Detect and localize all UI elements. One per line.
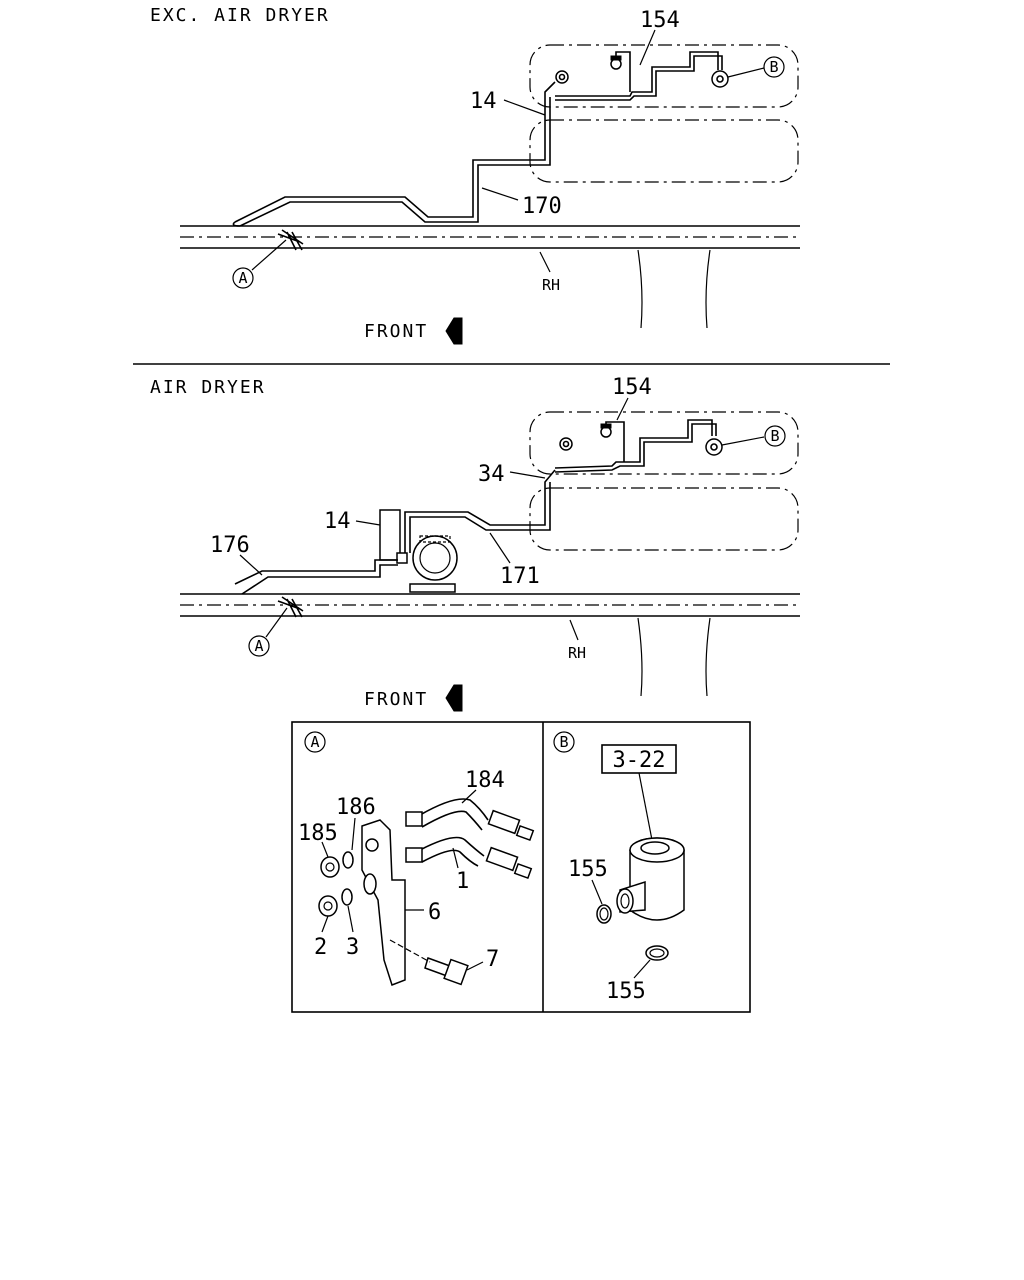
air-tank-upper bbox=[529, 44, 799, 108]
oring-155-b bbox=[645, 945, 669, 961]
callout-14-top: 14 bbox=[470, 89, 497, 114]
detail-b: B 3-22 155 155 bbox=[553, 731, 685, 1004]
detail-a-ref: A bbox=[310, 733, 319, 751]
callout-170-top: 170 bbox=[522, 194, 562, 219]
hose-1 bbox=[419, 836, 485, 857]
air-dryer-mount bbox=[409, 583, 456, 593]
callout-154-bottom: 154 bbox=[612, 375, 652, 400]
washer-186 bbox=[342, 851, 354, 869]
tank-valve-b bbox=[711, 70, 729, 88]
ref-label-a-top: A bbox=[238, 269, 247, 287]
washer-3 bbox=[341, 888, 353, 906]
callout-7: 7 bbox=[486, 947, 499, 972]
rh-label-top: RH bbox=[542, 276, 560, 294]
front-arrow-icon-top bbox=[445, 317, 463, 345]
hose-clamp-bottom bbox=[277, 596, 304, 618]
pipe-171 bbox=[404, 469, 556, 553]
detail-a: A bbox=[298, 731, 535, 986]
callout-14-bottom: 14 bbox=[324, 509, 351, 534]
rh-label-bottom: RH bbox=[568, 644, 586, 662]
callout-154-top: 154 bbox=[640, 8, 680, 33]
crossmember-right bbox=[705, 249, 711, 329]
ref-circle-a-bottom bbox=[248, 635, 270, 657]
crossmember-left bbox=[637, 249, 643, 329]
callout-155-b: 155 bbox=[606, 979, 646, 1004]
ref-label-a-bottom: A bbox=[254, 637, 263, 655]
ref-circle-a-top bbox=[232, 267, 254, 289]
air-tank-lower-2 bbox=[529, 487, 799, 551]
pipe-170 bbox=[234, 81, 556, 223]
section-title-exc-air-dryer: EXC. AIR DRYER bbox=[150, 5, 330, 26]
section-exc-air-dryer: EXC. AIR DRYER B A 154 bbox=[150, 5, 800, 345]
air-tank-lower bbox=[529, 119, 799, 183]
ref-circle-b-bottom bbox=[764, 425, 786, 447]
tank-pipe-upper-a bbox=[555, 51, 719, 97]
callout-155-a: 155 bbox=[568, 857, 608, 882]
callout-185: 185 bbox=[298, 821, 338, 846]
callout-3: 3 bbox=[346, 935, 359, 960]
callout-186: 186 bbox=[336, 795, 376, 820]
nut-2 bbox=[318, 895, 338, 917]
callout-6: 6 bbox=[428, 900, 441, 925]
hose-184 bbox=[419, 798, 489, 821]
air-tank-upper-2 bbox=[529, 411, 799, 475]
callout-176-bottom: 176 bbox=[210, 533, 250, 558]
pipe-14 bbox=[239, 97, 551, 227]
nut-185 bbox=[320, 856, 340, 878]
ref-circle-b-top bbox=[763, 56, 785, 78]
callout-34-bottom: 34 bbox=[478, 462, 505, 487]
ref-label-b-bottom: B bbox=[770, 427, 779, 445]
pipe-176 bbox=[234, 559, 398, 585]
ref-label-b-top: B bbox=[769, 58, 778, 76]
front-label-bottom: FRONT bbox=[364, 689, 428, 710]
callout-184: 184 bbox=[465, 768, 505, 793]
oring-155-a bbox=[596, 904, 612, 924]
hose-clamp-top bbox=[277, 229, 304, 251]
page-ref-3-22: 3-22 bbox=[613, 748, 666, 773]
callout-1: 1 bbox=[456, 869, 469, 894]
front-label-top: FRONT bbox=[364, 321, 428, 342]
tank-fitting bbox=[555, 70, 569, 84]
detail-b-ref: B bbox=[559, 733, 568, 751]
detail-frame bbox=[291, 721, 751, 1013]
front-arrow-icon-bottom bbox=[445, 684, 463, 712]
tank-pipe-upper-b bbox=[555, 55, 723, 101]
section-air-dryer: AIR DRYER B A bbox=[150, 375, 800, 712]
callout-171-bottom: 171 bbox=[500, 564, 540, 589]
section-title-air-dryer: AIR DRYER bbox=[150, 377, 266, 398]
detail-box: A bbox=[291, 721, 751, 1013]
callout-2: 2 bbox=[314, 935, 327, 960]
tank-pipe-lower-a bbox=[554, 419, 713, 469]
